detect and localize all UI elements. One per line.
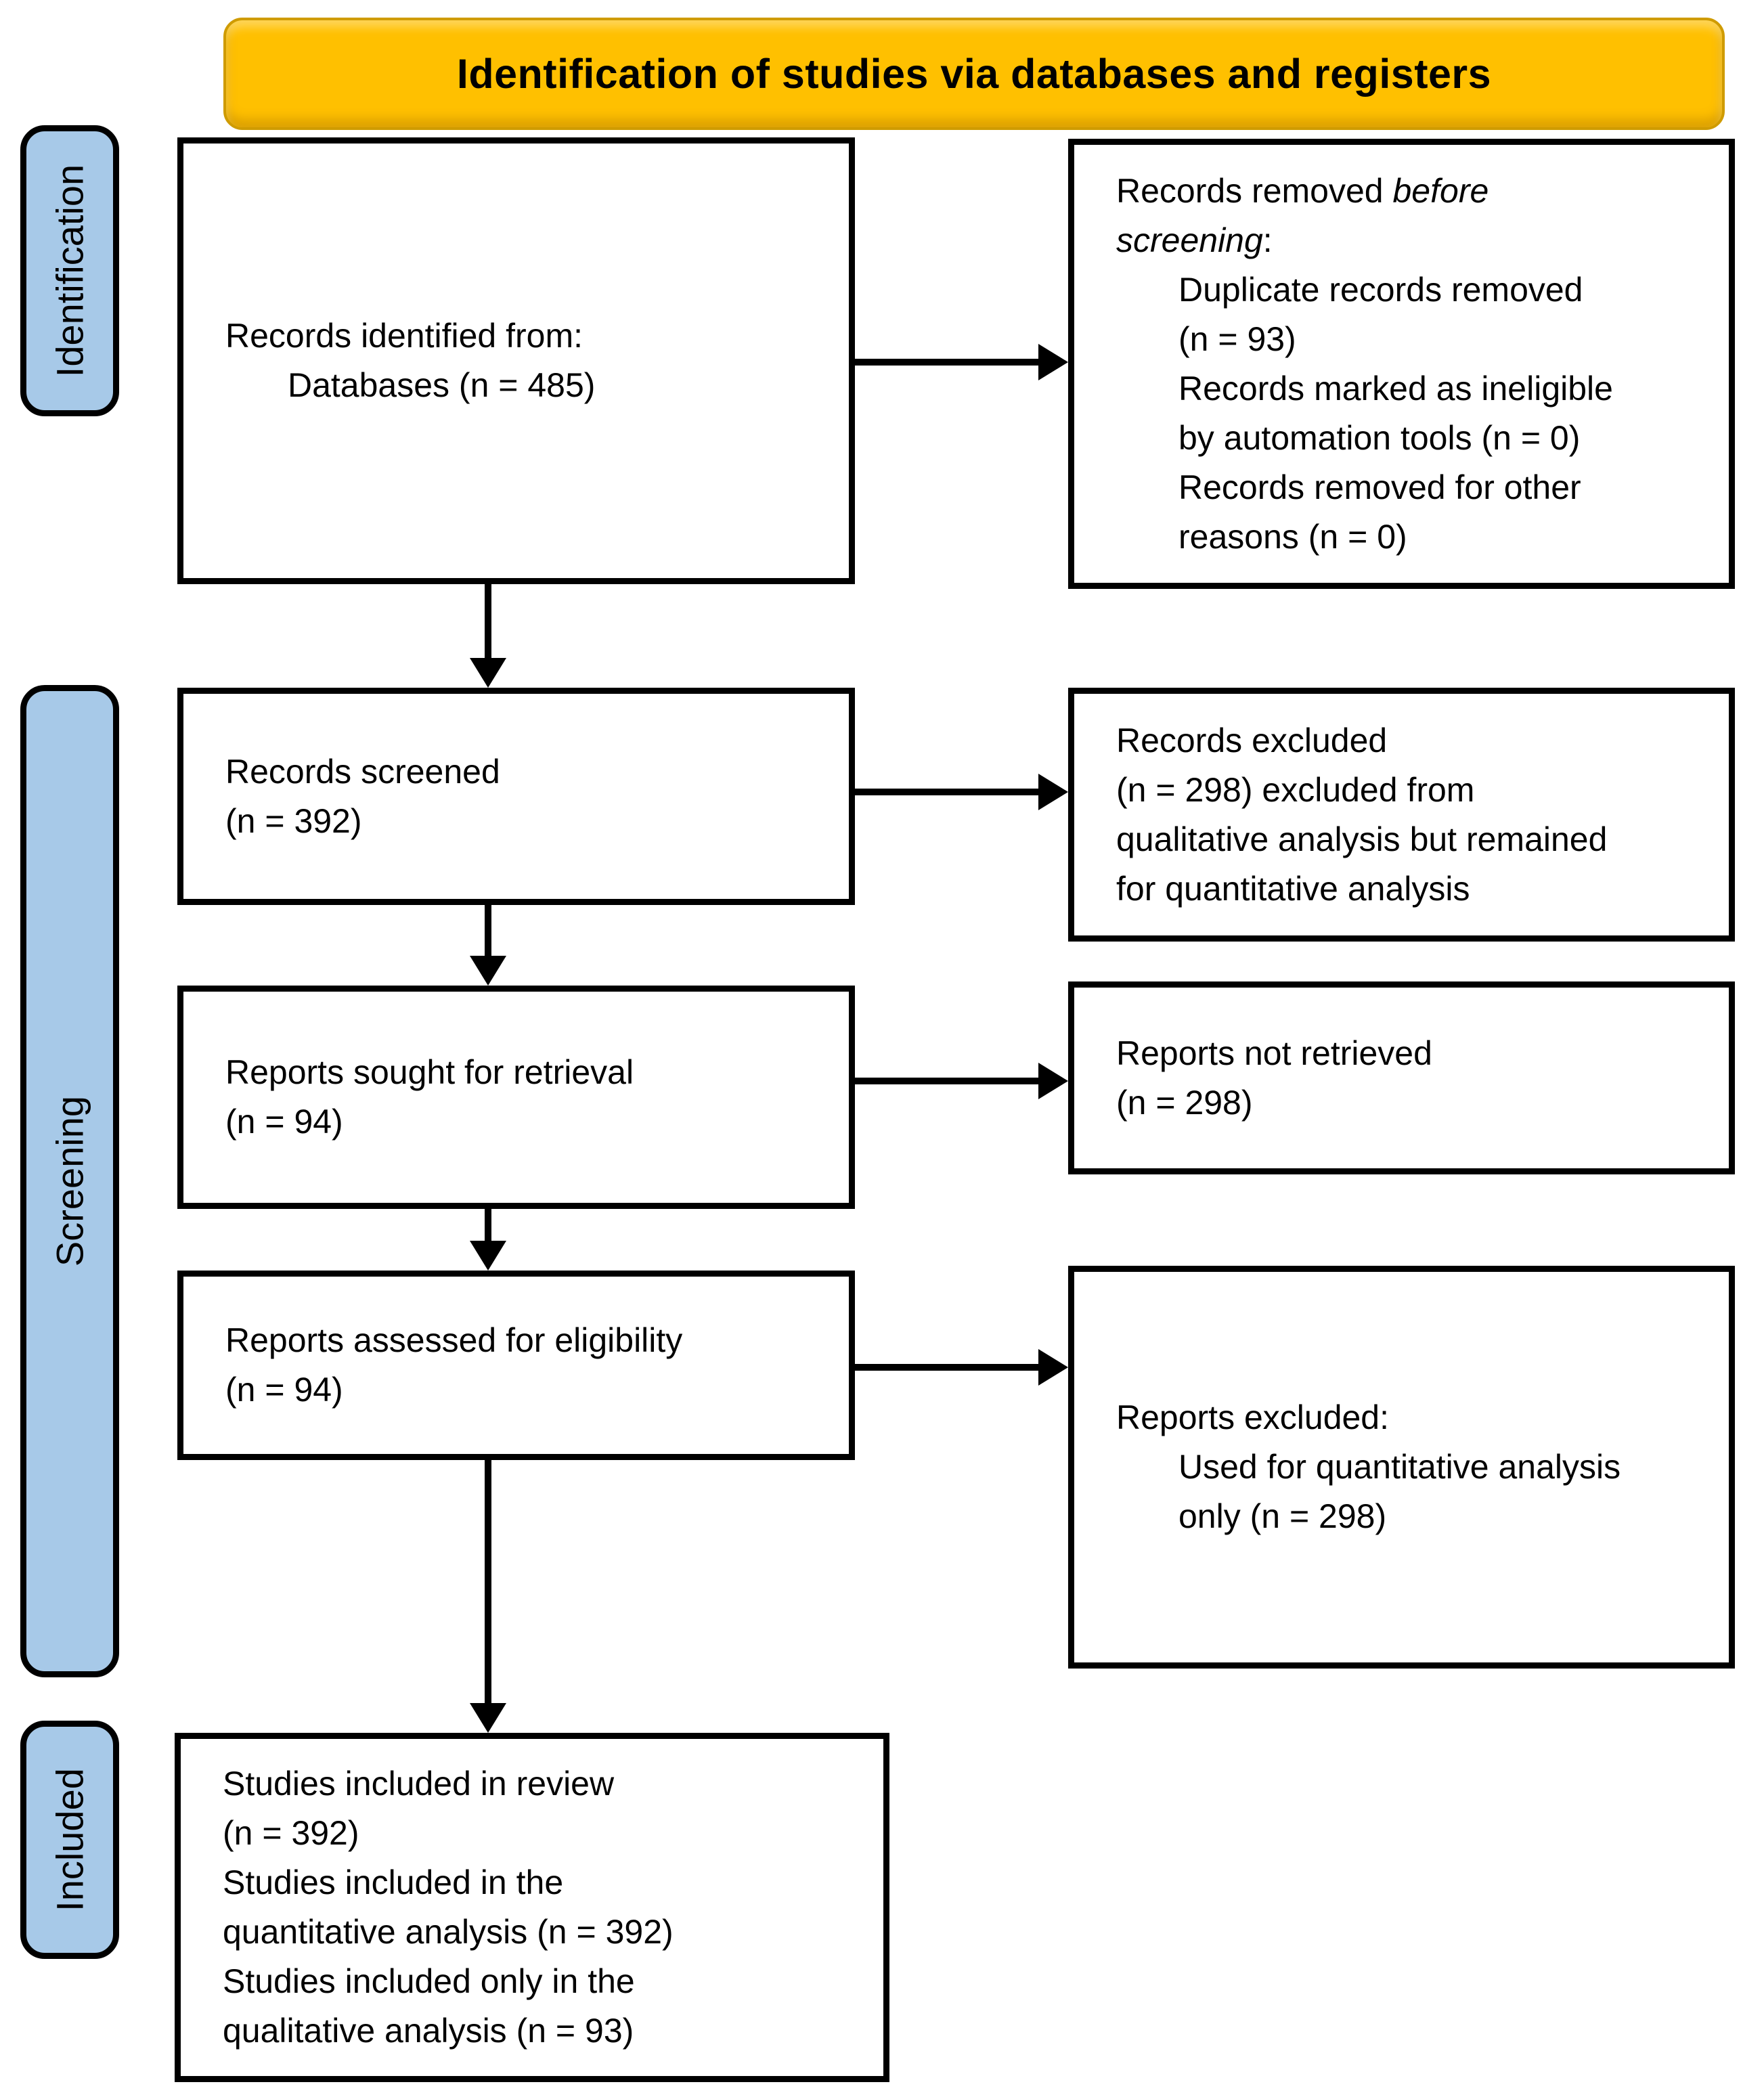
arrowhead-right-icon [1038, 1063, 1068, 1099]
text-line: screening: [1116, 221, 1273, 259]
text-line: reasons (n = 0) [1178, 517, 1407, 556]
text-line: qualitative analysis (n = 93) [223, 2012, 634, 2050]
text-line: Reports assessed for eligibility [225, 1321, 683, 1359]
text-line: Studies included in the [223, 1863, 564, 1901]
arrowhead-right-icon [1038, 1349, 1068, 1386]
text-line: (n = 392) [223, 1814, 359, 1852]
stage-included: Included [20, 1721, 119, 1959]
text-line: Reports not retrieved [1116, 1034, 1432, 1072]
arrowhead-down-icon [470, 1241, 506, 1271]
box-reports-excluded: Reports excluded: Used for quantitative a… [1068, 1266, 1735, 1669]
text-line: Records excluded [1116, 721, 1388, 759]
arrowhead-down-icon [470, 956, 506, 986]
text-line: (n = 392) [225, 801, 362, 840]
box-reports-not-retrieved: Reports not retrieved (n = 298) [1068, 981, 1735, 1174]
text-line: (n = 94) [225, 1103, 343, 1141]
text-line: Records screened [225, 752, 500, 791]
stage-included-label: Included [48, 1768, 91, 1912]
arrowhead-right-icon [1038, 344, 1068, 380]
header-banner: Identification of studies via databases … [223, 18, 1725, 130]
box-studies-included: Studies included in review (n = 392) Studi… [175, 1733, 889, 2082]
text-line: Used for quantitative analysis [1178, 1448, 1621, 1486]
stage-identification-label: Identification [48, 164, 91, 378]
text-line: (n = 94) [225, 1371, 343, 1409]
text-line: Records identified from: [225, 317, 583, 355]
box-records-removed: Records removed before screening: Duplicat… [1068, 139, 1735, 589]
text-line: (n = 93) [1178, 319, 1296, 358]
text-line: only (n = 298) [1178, 1497, 1387, 1535]
text-line: Studies included only in the [223, 1962, 635, 2000]
text-line: quantitative analysis (n = 392) [223, 1913, 674, 1951]
text-line: Reports sought for retrieval [225, 1053, 634, 1091]
text-line: for quantitative analysis [1116, 869, 1470, 908]
text-line: Duplicate records removed [1178, 270, 1583, 309]
box-records-identified: Records identified from: Databases (n = 4… [177, 137, 855, 584]
arrowhead-right-icon [1038, 774, 1068, 810]
text-line: by automation tools (n = 0) [1178, 418, 1581, 457]
box-records-screened: Records screened (n = 392) [177, 688, 855, 905]
box-records-excluded: Records excluded (n = 298) excluded from q… [1068, 688, 1735, 942]
text-line: (n = 298) excluded from [1116, 770, 1475, 809]
text-line: Databases (n = 485) [288, 366, 596, 404]
text-line: (n = 298) [1116, 1083, 1253, 1122]
box-reports-assessed: Reports assessed for eligibility (n = 94) [177, 1271, 855, 1460]
text-line: Reports excluded: [1116, 1398, 1390, 1436]
text-line: Records removed before [1116, 171, 1489, 210]
diagram-title: Identification of studies via databases … [456, 51, 1492, 97]
text-line: Records marked as ineligible [1178, 369, 1613, 407]
text-line: qualitative analysis but remained [1116, 820, 1608, 858]
stage-screening-label: Screening [48, 1095, 91, 1267]
box-reports-sought: Reports sought for retrieval (n = 94) [177, 986, 855, 1209]
arrowhead-down-icon [470, 658, 506, 688]
stage-screening: Screening [20, 685, 119, 1677]
text-line: Records removed for other [1178, 468, 1581, 506]
stage-identification: Identification [20, 125, 119, 416]
arrowhead-down-icon [470, 1703, 506, 1733]
text-line: Studies included in review [223, 1765, 615, 1803]
